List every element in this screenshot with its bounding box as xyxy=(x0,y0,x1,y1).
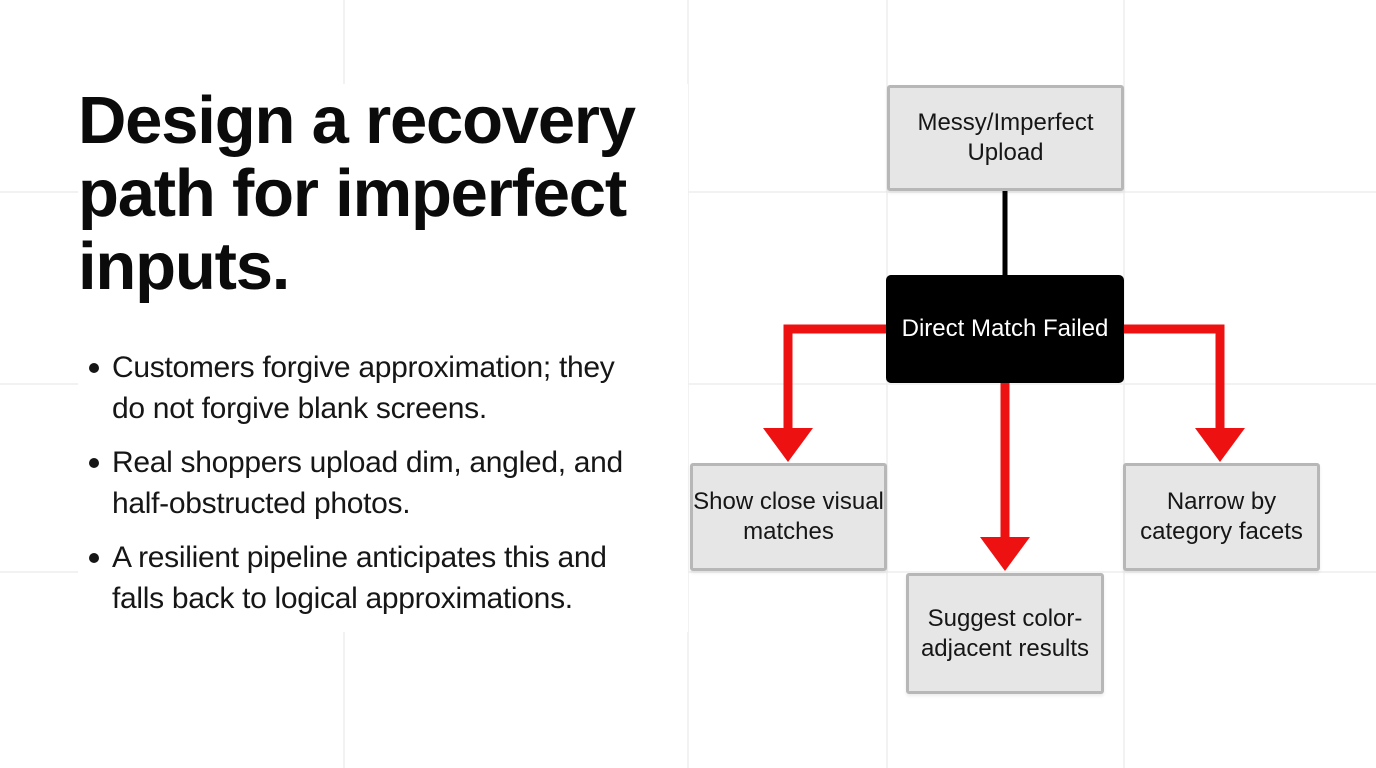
bullet-text: Customers forgive approximation; they do… xyxy=(112,351,615,425)
bullet-dot-icon xyxy=(89,363,99,373)
bullet-list: Customers forgive approximation; they do… xyxy=(78,347,688,619)
bullet-text: Real shoppers upload dim, angled, and ha… xyxy=(112,446,623,520)
bullet-item: A resilient pipeline anticipates this an… xyxy=(78,537,652,619)
bullet-dot-icon xyxy=(89,553,99,563)
text-panel: Design a recovery path for imperfect inp… xyxy=(78,84,688,632)
node-visual-matches-label: Show close visual matches xyxy=(693,488,884,545)
bullet-text: A resilient pipeline anticipates this an… xyxy=(112,541,607,615)
node-color-adjacent: Suggest color-adjacent results xyxy=(906,573,1104,694)
slide-title: Design a recovery path for imperfect inp… xyxy=(78,83,636,304)
node-messy-upload: Messy/Imperfect Upload xyxy=(887,85,1124,191)
bullet-item: Real shoppers upload dim, angled, and ha… xyxy=(78,442,652,524)
arrow-to-visual-matches xyxy=(763,324,887,462)
node-category-facets: Narrow by category facets xyxy=(1123,463,1320,571)
arrow-to-color-adjacent xyxy=(980,382,1030,571)
node-messy-upload-label: Messy/Imperfect Upload xyxy=(917,109,1094,166)
node-color-adjacent-label: Suggest color-adjacent results xyxy=(920,604,1090,662)
bullet-dot-icon xyxy=(89,458,99,468)
node-visual-matches: Show close visual matches xyxy=(690,463,887,571)
node-direct-match-failed: Direct Match Failed xyxy=(886,275,1124,383)
node-direct-match-failed-label: Direct Match Failed xyxy=(901,315,1109,342)
bullet-item: Customers forgive approximation; they do… xyxy=(78,347,652,429)
node-category-facets-label: Narrow by category facets xyxy=(1140,488,1303,545)
arrow-to-category-facets xyxy=(1124,324,1245,462)
